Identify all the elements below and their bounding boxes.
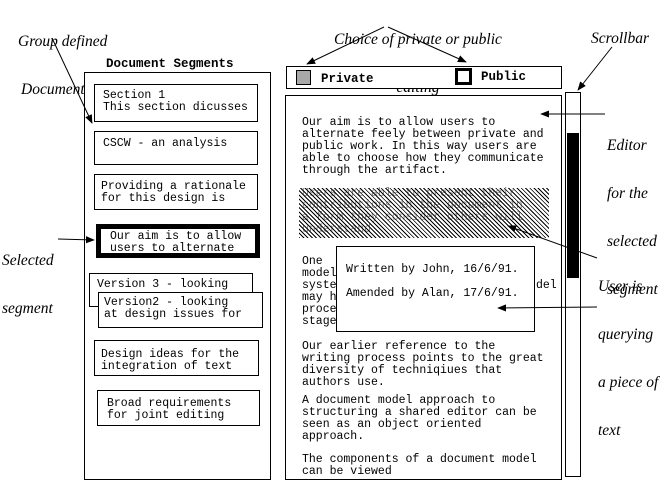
annotation-editor-line2: for the bbox=[607, 185, 648, 202]
editor-paragraph-6: The components of a document model can b… bbox=[302, 453, 537, 478]
segment-item-label: Section 1 This section dicusses bbox=[103, 89, 248, 114]
segment-item-selected[interactable]: Our aim is to allow users to alternate bbox=[96, 224, 260, 258]
query-popup-line-1: Written by John, 16/6/91. bbox=[346, 263, 519, 276]
annotation-editor-line1: Editor bbox=[607, 137, 647, 154]
annotation-selected-segment: Selected segment bbox=[2, 221, 54, 349]
editor-paragraph-3-fragment: del bbox=[536, 279, 557, 292]
segment-item-cscw[interactable]: CSCW - an analysis bbox=[94, 131, 258, 165]
segment-item-design-ideas[interactable]: Design ideas for the integration of text bbox=[94, 340, 259, 376]
annotation-editor-line3: selected bbox=[607, 233, 657, 250]
scrollbar-thumb[interactable] bbox=[567, 133, 579, 278]
mode-toggle-bar: Private Public bbox=[286, 66, 562, 89]
segment-item-section-1[interactable]: Section 1 This section dicusses bbox=[94, 84, 258, 122]
annotation-scrollbar: Scrollbar bbox=[591, 30, 649, 47]
annotation-editor: Editor for the selected segment bbox=[607, 106, 658, 330]
segment-item-rationale[interactable]: Providing a rationale for this design is bbox=[94, 174, 258, 210]
annotation-editor-line4: segment bbox=[607, 281, 658, 298]
annotation-querying-line3: a piece of bbox=[598, 374, 659, 391]
private-checkbox[interactable] bbox=[296, 70, 311, 85]
editor-paragraph-1: Our aim is to allow users to alternate f… bbox=[302, 116, 544, 177]
segment-item-label: Broad requirements for joint editing bbox=[107, 397, 232, 422]
segment-item-label: Providing a rationale for this design is bbox=[101, 180, 246, 205]
annotation-querying: User is querying a piece of text bbox=[598, 247, 658, 471]
segment-item-broad-requirements[interactable]: Broad requirements for joint editing bbox=[97, 390, 260, 426]
arrow-scrollbar bbox=[577, 46, 613, 91]
editor-paragraph-3-partial: One model syste may h proce stage bbox=[302, 255, 337, 328]
public-checkbox[interactable] bbox=[455, 68, 472, 85]
segment-item-label: CSCW - an analysis bbox=[103, 137, 228, 150]
segment-item-version-2[interactable]: Version2 - looking at design issues for bbox=[98, 292, 263, 328]
segment-item-label: Our aim is to allow users to alternate bbox=[110, 230, 242, 255]
annotation-selected-segment-line1: Selected bbox=[2, 252, 54, 269]
annotation-selected-segment-line2: segment bbox=[2, 300, 53, 317]
editor-paragraph-4: Our earlier reference to the writing pro… bbox=[302, 340, 544, 389]
editor-scrollbar[interactable] bbox=[565, 92, 581, 477]
annotation-querying-line1: User is bbox=[598, 278, 643, 295]
private-label: Private bbox=[321, 72, 374, 86]
editor-paragraph-2-highlighted: Users are able to present their contribu… bbox=[302, 187, 523, 236]
editor-paragraph-5: A document model approach to structuring… bbox=[302, 394, 537, 443]
annotation-querying-line4: text bbox=[598, 422, 621, 439]
annotation-choice-line1: Choice of private or public bbox=[334, 31, 502, 48]
annotation-querying-line2: querying bbox=[598, 326, 654, 343]
segment-item-label: Version2 - looking at design issues for bbox=[104, 296, 243, 321]
segment-item-label: Design ideas for the integration of text bbox=[101, 348, 240, 373]
segments-panel-title: Document Segments bbox=[106, 57, 234, 71]
segment-item-label: Version 3 - looking bbox=[97, 278, 229, 291]
query-popup-line-2: Amended by Alan, 17/6/91. bbox=[346, 287, 519, 300]
annotation-group-model-line1: Group defined bbox=[18, 33, 108, 50]
public-label: Public bbox=[481, 70, 527, 84]
query-popup: Written by John, 16/6/91. Amended by Ala… bbox=[336, 246, 535, 332]
